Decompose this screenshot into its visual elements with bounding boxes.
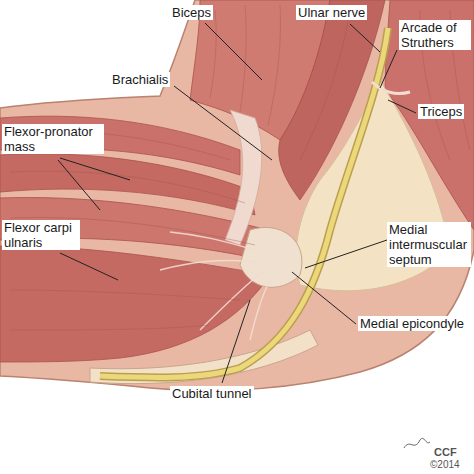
copyright-mark: CCF — [432, 446, 459, 459]
anatomy-label: Brachialis — [110, 72, 170, 87]
anatomy-label: Ulnar nerve — [296, 5, 367, 20]
tendon-fibers — [160, 232, 270, 340]
anatomy-label: Medial intermuscular septum — [387, 222, 471, 267]
muscle-striations — [10, 5, 470, 330]
anatomy-label: Flexor-pronator mass — [2, 124, 104, 154]
flexor-carpi-ulnaris-muscle — [0, 246, 270, 362]
anatomy-label: Medial epicondyle — [358, 316, 466, 331]
anatomy-label: Triceps — [418, 104, 464, 119]
copyright-mark: ©2014 — [428, 459, 462, 471]
artist-signature — [404, 438, 430, 448]
anatomy-label: Cubital tunnel — [170, 386, 254, 401]
medial-epicondyle-bone — [240, 227, 302, 287]
biceps-tendon — [225, 110, 262, 245]
anatomy-label: Arcade of Struthers — [399, 20, 471, 50]
anatomy-label: Biceps — [170, 5, 213, 20]
ulnar-nerve-outline — [100, 28, 388, 378]
arcade-band — [372, 82, 410, 94]
anatomy-label: Flexor carpi ulnaris — [2, 220, 80, 250]
skin-outline — [0, 0, 474, 391]
ulnar-nerve — [100, 28, 388, 378]
